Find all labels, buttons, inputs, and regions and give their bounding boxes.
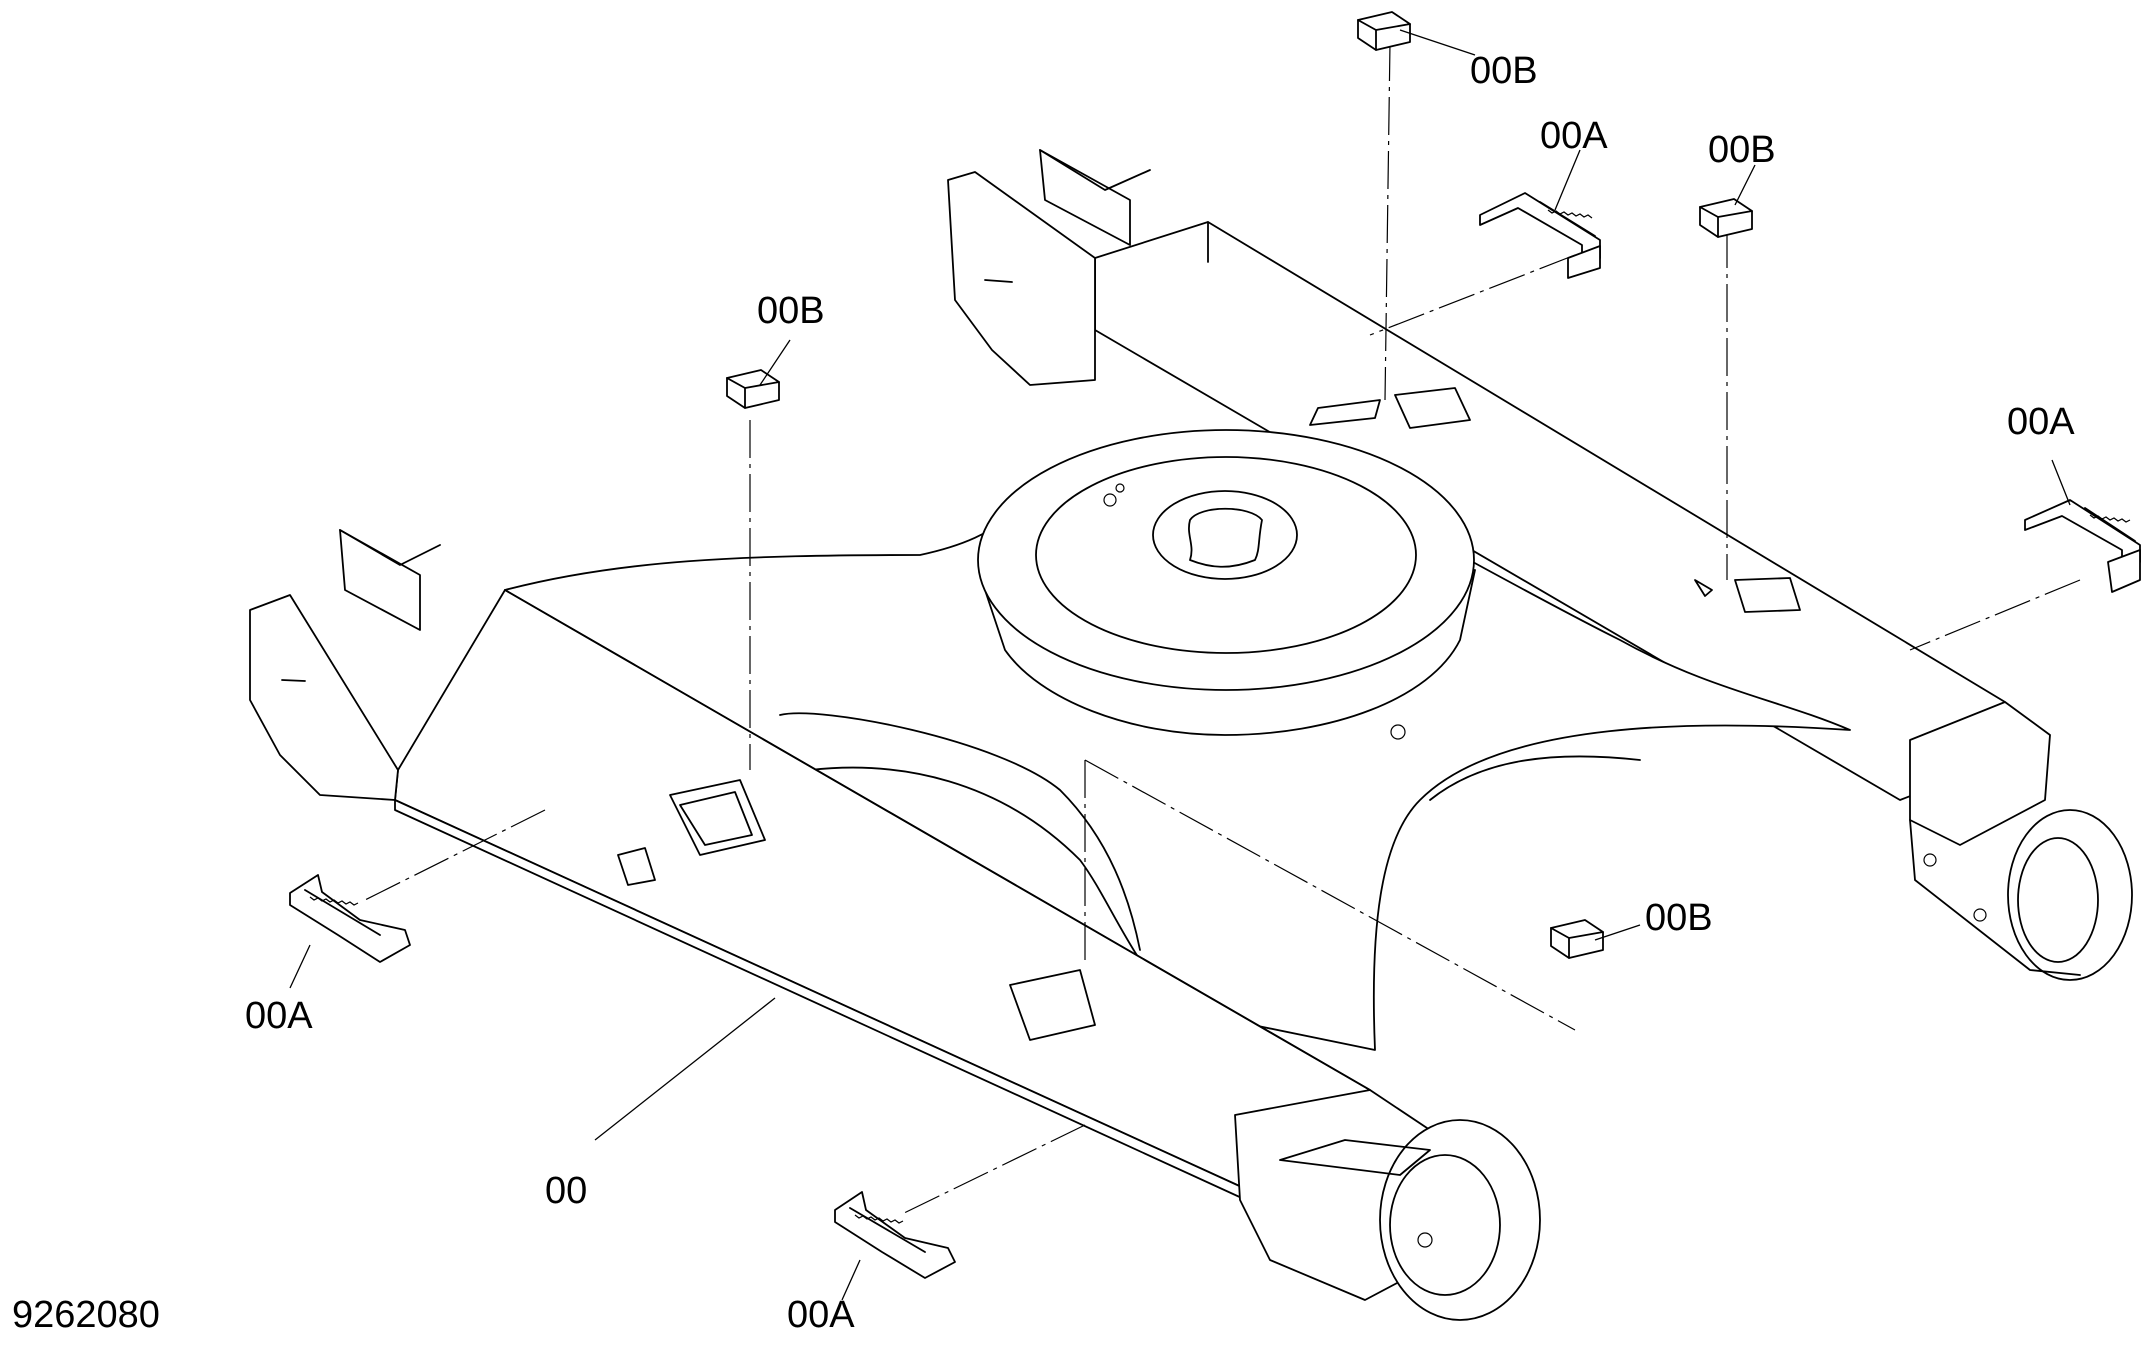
label-00a-right: 00A [2007,401,2075,443]
label-00a-bottom: 00A [787,1294,855,1336]
drawing-number: 9262080 [12,1294,160,1336]
label-00b-upper-right: 00B [1708,129,1776,171]
rear-track-beam [947,149,2133,981]
label-00a-left: 00A [245,995,313,1037]
clip-00a-right [2024,499,2141,593]
clip-00a-bottom [834,1191,956,1279]
pad-00b-upper-right [1699,198,1753,238]
pad-00b-left [726,369,780,409]
callout-labels: 00B 00A 00B 00B 00A 00B 00A 00 00A 92620… [12,50,2075,1336]
clip-00a-left [289,874,411,963]
clip-00a-upper [1479,192,1601,279]
pad-00b-top [1357,11,1411,51]
leader-lines [289,29,2071,1301]
label-00-frame: 00 [545,1170,587,1212]
slewing-ring [977,429,1476,736]
pad-00b-lower-right [1550,919,1604,959]
label-00b-lower-right: 00B [1645,897,1713,939]
label-00b-left: 00B [757,290,825,332]
label-00b-top: 00B [1470,50,1538,92]
label-00a-upper: 00A [1540,115,1608,157]
center-lines [364,42,2081,1216]
front-track-beam [249,529,1541,1321]
